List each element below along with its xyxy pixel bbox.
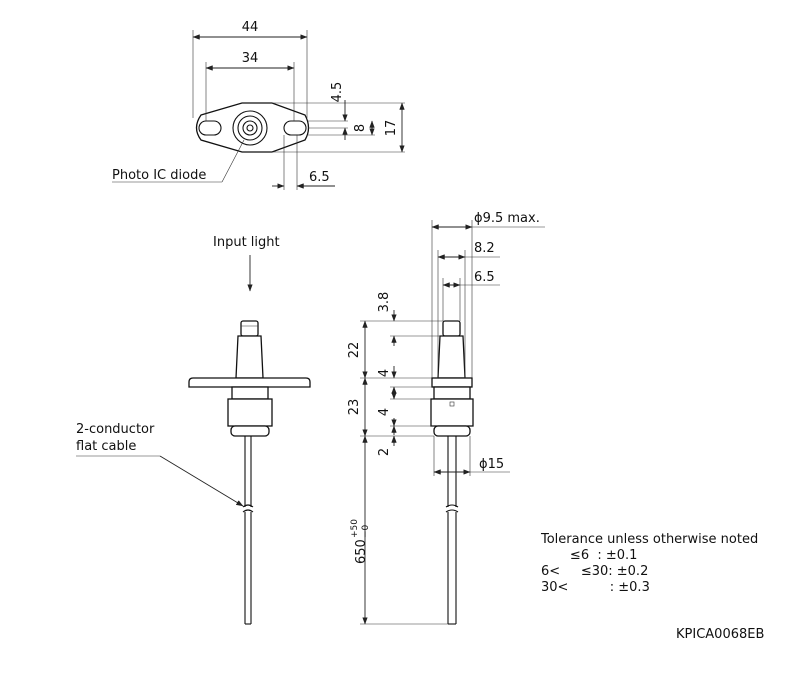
front-ring <box>230 425 270 437</box>
front-nut <box>227 398 273 427</box>
dim-4-b: 4 <box>377 408 392 416</box>
dim-44: 44 <box>242 20 259 35</box>
dim-8: 8 <box>353 124 368 132</box>
label-cable-line1: 2-conductor <box>76 422 155 437</box>
photo-ic-leader <box>221 139 245 183</box>
top-slot-right <box>283 120 307 136</box>
dim-4-a: 4 <box>377 369 392 377</box>
tolerance-row-2: 6< ≤30: ±0.2 <box>541 564 649 579</box>
tolerance-row-1: ≤6 : ±0.1 <box>541 548 638 563</box>
front-view: Input light 2-conductor flat cable <box>76 235 311 625</box>
top-sensor-mid <box>237 115 263 141</box>
dim-650-minus: −0 <box>361 524 371 538</box>
side-body <box>437 335 466 379</box>
dim-3-8: 3.8 <box>377 292 392 313</box>
side-ring <box>433 425 471 437</box>
tolerance-row-3: 30< : ±0.3 <box>541 580 650 595</box>
top-sensor-core <box>246 124 254 132</box>
tolerance-note: Tolerance unless otherwise noted ≤6 : ±0… <box>541 532 758 596</box>
side-lower-body <box>433 386 471 400</box>
label-photo-ic: Photo IC diode <box>112 168 206 183</box>
front-tip <box>240 320 259 337</box>
dim-6-5-top: 6.5 <box>309 170 330 185</box>
dim-6-5-side: 6.5 <box>474 270 495 285</box>
dim-650: 650 <box>354 539 369 564</box>
top-sensor-inner <box>242 120 258 136</box>
dim-650-plus: +50 <box>350 519 360 538</box>
side-nut <box>430 398 474 427</box>
dim-phi9-5: ϕ9.5 max. <box>474 211 540 226</box>
dim-8-2: 8.2 <box>474 241 495 256</box>
dim-4-5: 4.5 <box>330 82 345 103</box>
dim-650-group: 650 +50 −0 <box>350 519 371 564</box>
dim-23: 23 <box>347 399 362 416</box>
side-view: ϕ9.5 max. 8.2 6.5 3.8 22 4 4 <box>347 211 545 625</box>
label-cable-line2: flat cable <box>76 439 136 454</box>
top-slot-left <box>198 120 222 136</box>
side-flange-edge <box>431 377 473 388</box>
dim-phi15: ϕ15 <box>479 457 504 472</box>
top-view: 44 34 4.5 8 17 6.5 Photo IC diode <box>112 20 405 190</box>
dim-2: 2 <box>377 448 392 456</box>
tolerance-title: Tolerance unless otherwise noted <box>541 532 759 547</box>
side-tip <box>442 320 461 337</box>
dim-22: 22 <box>347 342 362 359</box>
front-body <box>235 335 264 379</box>
label-input-light: Input light <box>213 235 280 250</box>
dim-17: 17 <box>384 120 399 137</box>
top-sensor-outer <box>232 110 268 146</box>
dim-34: 34 <box>242 51 259 66</box>
front-lower-body <box>231 386 269 400</box>
front-flange <box>188 377 311 388</box>
cable-leader <box>159 455 244 507</box>
drawing-code: KPICA0068EB <box>676 627 765 642</box>
